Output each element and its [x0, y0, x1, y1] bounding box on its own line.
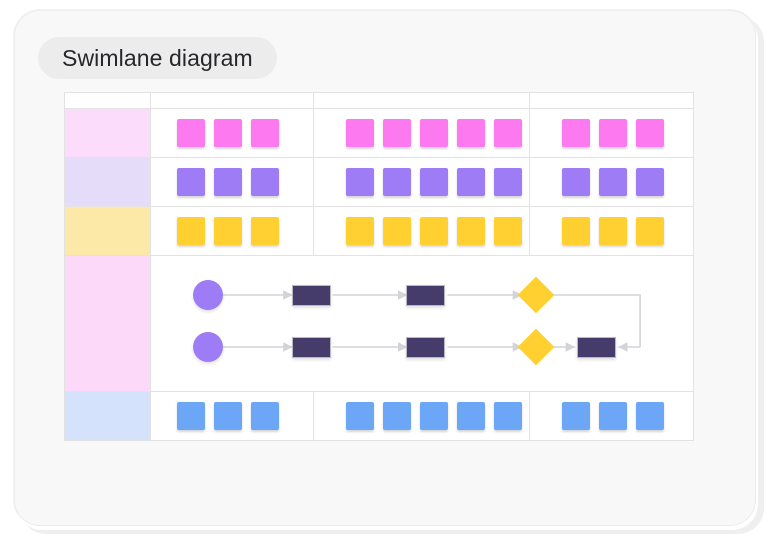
- task-card[interactable]: [214, 217, 242, 245]
- task-card[interactable]: [177, 119, 205, 147]
- card-group: [151, 109, 313, 157]
- card-group: [314, 158, 529, 206]
- task-card[interactable]: [457, 402, 485, 430]
- flow-diagram-cell[interactable]: [150, 255, 694, 392]
- lane-cell[interactable]: [313, 157, 530, 207]
- task-card[interactable]: [636, 168, 664, 196]
- task-card[interactable]: [383, 217, 411, 245]
- task-card[interactable]: [636, 119, 664, 147]
- task-card[interactable]: [346, 119, 374, 147]
- task-card[interactable]: [457, 168, 485, 196]
- task-card[interactable]: [457, 119, 485, 147]
- task-node[interactable]: [291, 285, 331, 306]
- task-node[interactable]: [406, 337, 446, 358]
- task-card[interactable]: [420, 217, 448, 245]
- task-card[interactable]: [494, 168, 522, 196]
- task-card[interactable]: [562, 119, 590, 147]
- card-group: [151, 392, 313, 440]
- card-group: [530, 392, 693, 440]
- task-card[interactable]: [420, 119, 448, 147]
- task-card[interactable]: [562, 217, 590, 245]
- lane-cell[interactable]: [313, 206, 530, 256]
- task-card[interactable]: [251, 402, 279, 430]
- lane-cell[interactable]: [529, 157, 694, 207]
- swimlane-row-pink: [64, 108, 694, 158]
- task-card[interactable]: [494, 402, 522, 430]
- task-node[interactable]: [577, 337, 617, 358]
- task-card[interactable]: [214, 168, 242, 196]
- lane-cell[interactable]: [529, 206, 694, 256]
- task-card[interactable]: [636, 402, 664, 430]
- card-group: [151, 158, 313, 206]
- swimlane-row-flow: [64, 255, 694, 392]
- card-group: [314, 207, 529, 255]
- page-title: Swimlane diagram: [38, 37, 277, 79]
- task-card[interactable]: [420, 402, 448, 430]
- card-group: [530, 109, 693, 157]
- flow-connectors: [222, 290, 641, 352]
- task-card[interactable]: [177, 402, 205, 430]
- swimlane-row-blue: [64, 391, 694, 441]
- header-corner-cell: [64, 92, 151, 109]
- task-card[interactable]: [214, 119, 242, 147]
- task-card[interactable]: [177, 168, 205, 196]
- header-cell-2: [313, 92, 530, 109]
- card-group: [530, 207, 693, 255]
- lane-header-lavender[interactable]: [64, 157, 151, 207]
- task-node[interactable]: [406, 285, 446, 306]
- task-card[interactable]: [346, 217, 374, 245]
- task-card[interactable]: [494, 217, 522, 245]
- task-card[interactable]: [383, 402, 411, 430]
- lane-header-pink[interactable]: [64, 108, 151, 158]
- lane-header-blue[interactable]: [64, 391, 151, 441]
- lane-cell[interactable]: [313, 391, 530, 441]
- connector-line: [550, 294, 641, 347]
- task-card[interactable]: [251, 217, 279, 245]
- card-group: [314, 392, 529, 440]
- task-card[interactable]: [599, 119, 627, 147]
- start-node[interactable]: [192, 280, 223, 310]
- task-card[interactable]: [457, 217, 485, 245]
- task-card[interactable]: [636, 217, 664, 245]
- task-card[interactable]: [346, 168, 374, 196]
- task-card[interactable]: [562, 168, 590, 196]
- card-group: [530, 158, 693, 206]
- lane-header-flow[interactable]: [64, 255, 151, 392]
- lane-cell[interactable]: [150, 108, 314, 158]
- swimlane-row-lavender: [64, 157, 694, 207]
- swimlane-table: [64, 92, 694, 441]
- header-cell-1: [150, 92, 314, 109]
- task-card[interactable]: [251, 168, 279, 196]
- lane-cell[interactable]: [529, 108, 694, 158]
- task-card[interactable]: [420, 168, 448, 196]
- swimlane-row-yellow: [64, 206, 694, 256]
- task-card[interactable]: [177, 217, 205, 245]
- card-group: [314, 109, 529, 157]
- header-cell-3: [529, 92, 694, 109]
- flow-canvas: [151, 256, 693, 391]
- task-card[interactable]: [346, 402, 374, 430]
- lane-header-yellow[interactable]: [64, 206, 151, 256]
- task-card[interactable]: [562, 402, 590, 430]
- task-card[interactable]: [599, 217, 627, 245]
- task-card[interactable]: [599, 402, 627, 430]
- lane-cell[interactable]: [150, 206, 314, 256]
- lane-cell[interactable]: [529, 391, 694, 441]
- lane-cell[interactable]: [150, 391, 314, 441]
- task-card[interactable]: [251, 119, 279, 147]
- task-node[interactable]: [291, 337, 331, 358]
- task-card[interactable]: [599, 168, 627, 196]
- task-card[interactable]: [383, 168, 411, 196]
- task-card[interactable]: [383, 119, 411, 147]
- lane-cell[interactable]: [150, 157, 314, 207]
- start-node[interactable]: [192, 332, 223, 362]
- task-card[interactable]: [494, 119, 522, 147]
- card-group: [151, 207, 313, 255]
- lane-cell[interactable]: [313, 108, 530, 158]
- table-header-row: [64, 92, 694, 109]
- task-card[interactable]: [214, 402, 242, 430]
